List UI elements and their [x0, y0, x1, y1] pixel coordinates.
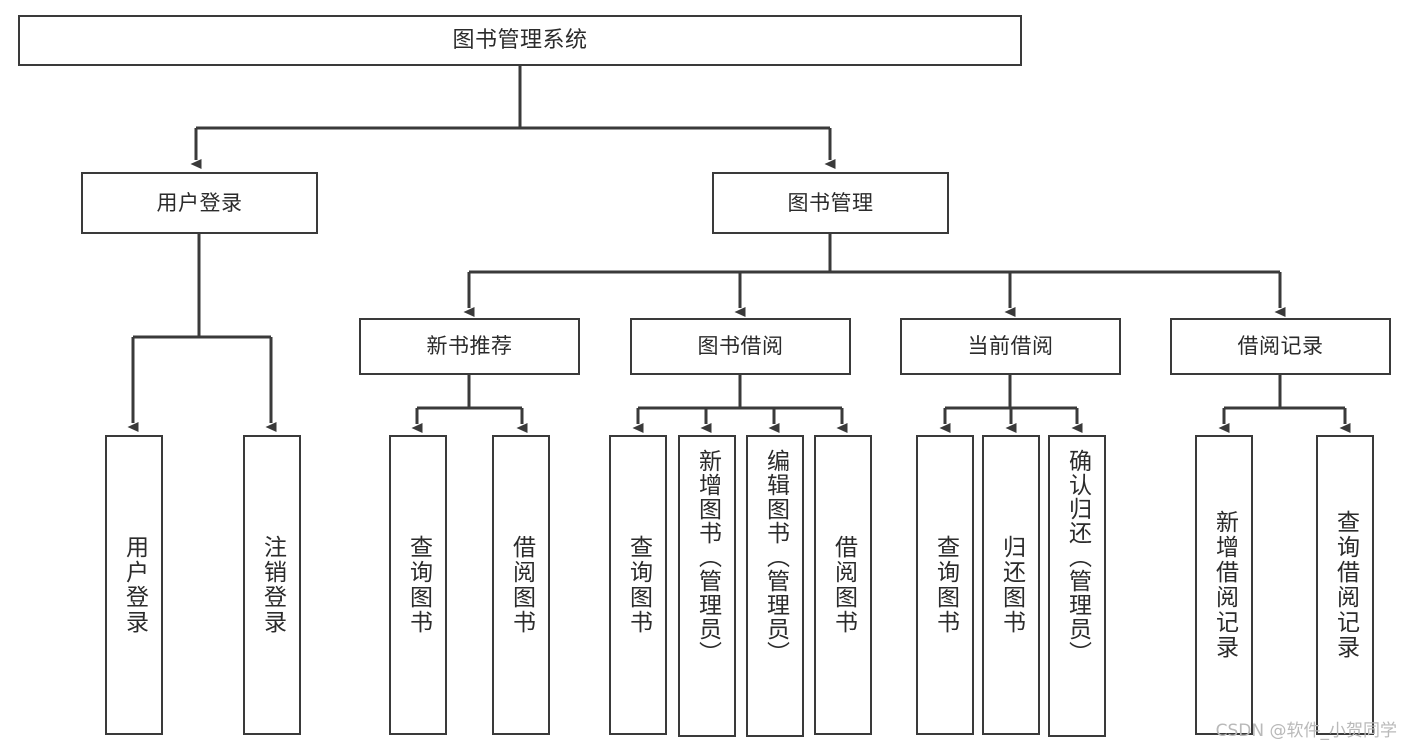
node-label: 新增借阅记录 [1211, 510, 1238, 660]
leaf-current-borrow-query-book[interactable]: 查询图书 [916, 435, 974, 735]
node-label: 借阅图书 [508, 535, 535, 635]
leaf-new-book-borrow-book[interactable]: 借阅图书 [492, 435, 550, 735]
leaf-book-borrow-borrow-book[interactable]: 借阅图书 [814, 435, 872, 735]
node-book-borrow[interactable]: 图书借阅 [630, 318, 851, 375]
node-label: 确认归还（管理员） [1064, 449, 1091, 665]
node-user-login[interactable]: 用户登录 [81, 172, 318, 234]
node-label: 图书借阅 [697, 334, 784, 359]
node-label: 图书管理 [787, 190, 874, 215]
leaf-current-borrow-confirm-return-admin[interactable]: 确认归还（管理员） [1048, 435, 1106, 737]
leaf-borrow-record-query-record[interactable]: 查询借阅记录 [1316, 435, 1374, 735]
node-label: 用户登录 [121, 535, 148, 635]
node-label: 查询图书 [405, 535, 432, 635]
node-borrow-record[interactable]: 借阅记录 [1170, 318, 1391, 375]
node-new-book-recommend[interactable]: 新书推荐 [359, 318, 580, 375]
node-label: 当前借阅 [967, 334, 1054, 359]
leaf-new-book-query-book[interactable]: 查询图书 [389, 435, 447, 735]
node-label: 借阅记录 [1237, 334, 1324, 359]
node-label: 新书推荐 [426, 334, 513, 359]
leaf-book-borrow-query-book[interactable]: 查询图书 [609, 435, 667, 735]
node-book-management-system[interactable]: 图书管理系统 [18, 15, 1022, 66]
leaf-user-login-logout[interactable]: 注销登录 [243, 435, 301, 735]
node-label: 查询借阅记录 [1332, 510, 1359, 660]
node-label: 编辑图书（管理员） [762, 449, 789, 665]
node-book-management[interactable]: 图书管理 [712, 172, 949, 234]
leaf-borrow-record-add-record[interactable]: 新增借阅记录 [1195, 435, 1253, 735]
node-label: 查询图书 [932, 535, 959, 635]
node-current-borrow[interactable]: 当前借阅 [900, 318, 1121, 375]
leaf-book-borrow-add-book-admin[interactable]: 新增图书（管理员） [678, 435, 736, 737]
node-label: 图书管理系统 [452, 27, 588, 53]
node-label: 注销登录 [259, 535, 286, 635]
leaf-user-login-login[interactable]: 用户登录 [105, 435, 163, 735]
node-label: 借阅图书 [830, 535, 857, 635]
node-label: 归还图书 [998, 535, 1025, 635]
leaf-current-borrow-return-book[interactable]: 归还图书 [982, 435, 1040, 735]
node-label: 用户登录 [156, 190, 243, 215]
node-label: 新增图书（管理员） [694, 449, 721, 665]
leaf-book-borrow-edit-book-admin[interactable]: 编辑图书（管理员） [746, 435, 804, 737]
node-label: 查询图书 [625, 535, 652, 635]
